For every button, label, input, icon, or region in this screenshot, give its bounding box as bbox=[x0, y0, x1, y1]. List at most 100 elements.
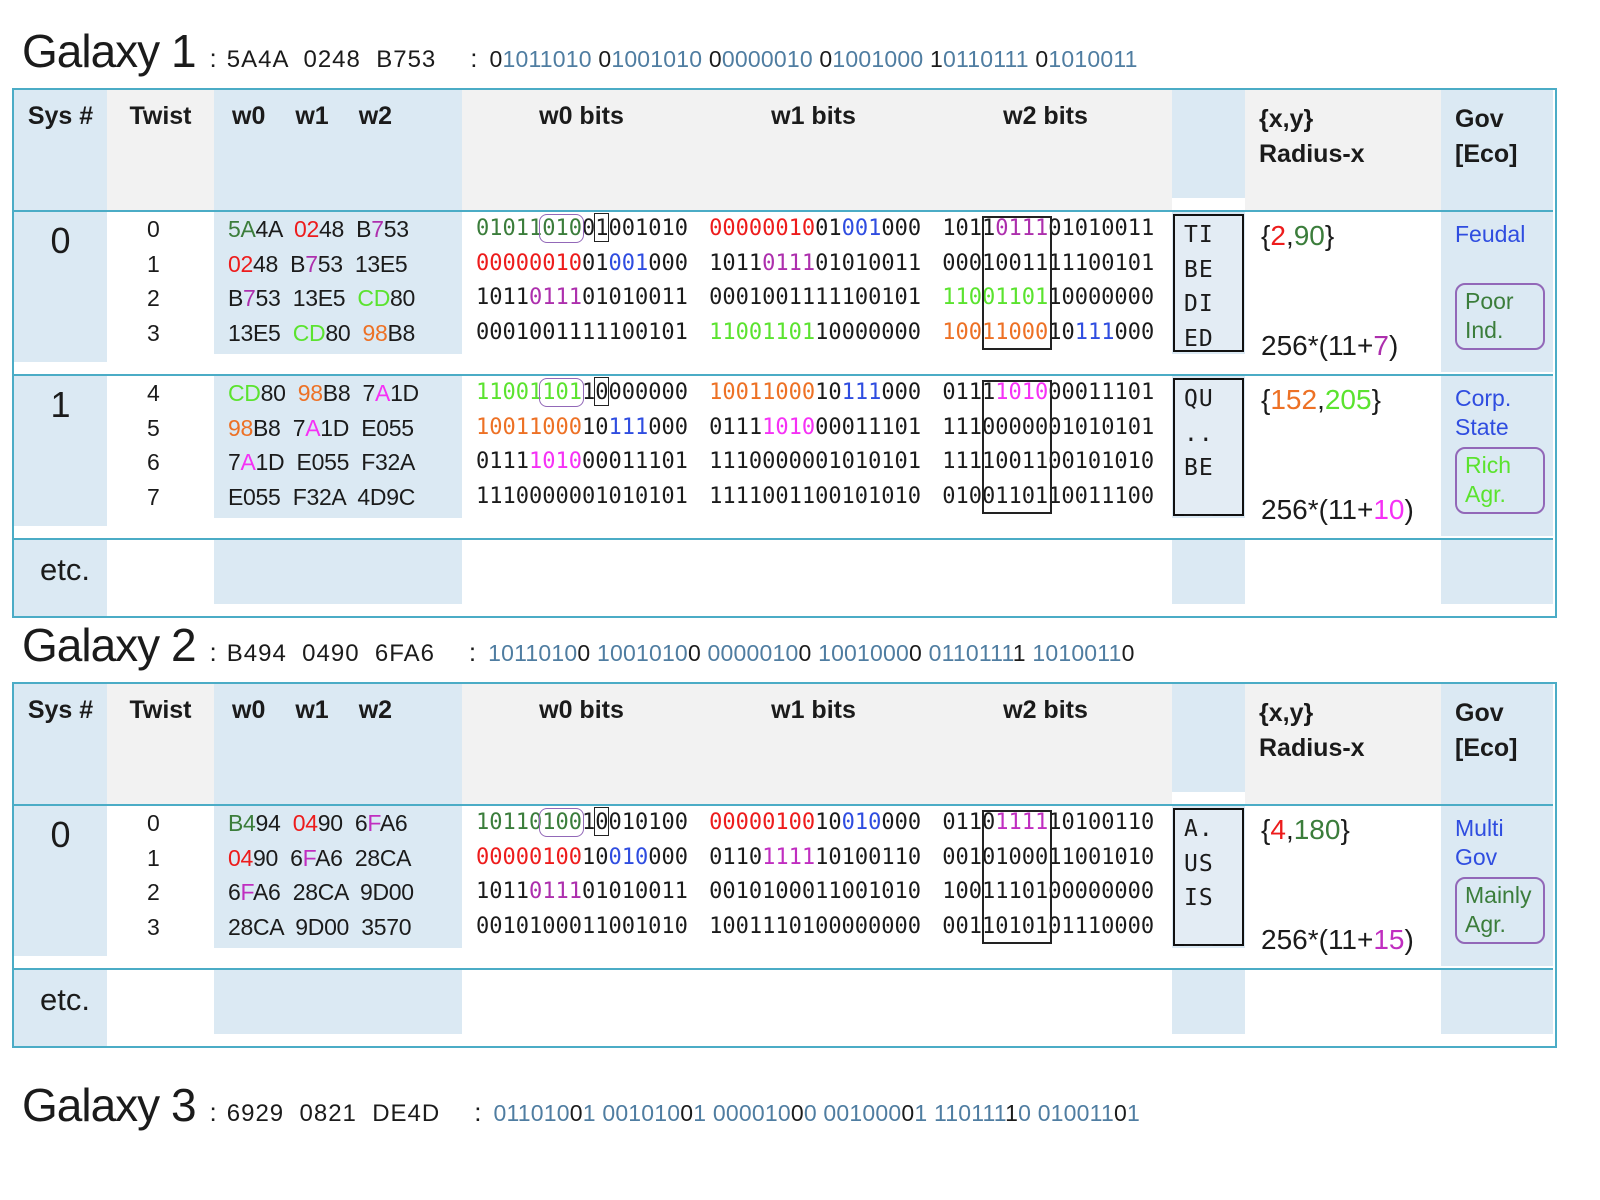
etc-cell bbox=[214, 968, 462, 1034]
colored-segment: 0 bbox=[569, 1100, 583, 1126]
bits-col-label: w0 bits bbox=[539, 696, 624, 724]
title-colon: : bbox=[474, 1097, 482, 1127]
hex-row: 6FA6 28CA 9D00 bbox=[228, 875, 462, 910]
seed-bits: 01101001 00101001 00001000 00100001 1101… bbox=[493, 1100, 1139, 1127]
w2-bits-group: 0011010101110000 bbox=[942, 914, 1154, 939]
colored-segment bbox=[344, 216, 356, 242]
seed-bits: 01011010 01001010 00000010 01001000 1011… bbox=[490, 46, 1138, 73]
etc-cell bbox=[1172, 538, 1245, 604]
colored-segment bbox=[345, 484, 357, 510]
word-col-label: w0 bbox=[232, 696, 266, 724]
colored-segment: 1010011 bbox=[1032, 640, 1122, 666]
title-colon: : bbox=[468, 637, 477, 667]
colored-segment: 90 bbox=[252, 844, 278, 871]
colored-segment: F32A bbox=[292, 483, 346, 510]
colored-segment: 5A bbox=[228, 216, 256, 242]
name-token: US bbox=[1184, 850, 1214, 877]
colored-segment: 0000010 bbox=[721, 46, 813, 72]
colored-segment: 15 bbox=[1373, 924, 1405, 955]
w1-bits-group: 0001001111100101 bbox=[709, 285, 921, 310]
word-col-label: w2 bbox=[358, 102, 393, 130]
colored-segment bbox=[1031, 1100, 1038, 1126]
w1-bits-group: 0010100011001010 bbox=[709, 879, 921, 904]
colored-segment: 000 bbox=[1114, 319, 1155, 345]
twist-number: 2 bbox=[147, 285, 160, 311]
bits-col-label: w2 bits bbox=[1003, 102, 1088, 130]
colored-segment: 00000010 bbox=[709, 216, 816, 241]
colored-segment: 3570 bbox=[361, 913, 412, 940]
colored-segment: 010011 bbox=[1037, 1100, 1114, 1126]
colored-segment: ) bbox=[1404, 924, 1414, 955]
name-token: BE bbox=[1184, 256, 1214, 283]
radius-formula: 256*(11+15) bbox=[1261, 924, 1441, 956]
colored-segment: 1010 bbox=[528, 449, 582, 474]
colored-segment bbox=[343, 810, 355, 836]
colored-segment: ) bbox=[1388, 330, 1399, 361]
colored-segment bbox=[923, 46, 930, 72]
colored-segment bbox=[706, 1100, 713, 1126]
colored-segment bbox=[590, 640, 597, 666]
colored-segment: 4A bbox=[255, 216, 283, 242]
w2-bits-group: 1011011101010011 bbox=[942, 216, 1154, 241]
colored-segment bbox=[281, 285, 293, 311]
col-header-sys: Sys # bbox=[14, 90, 107, 210]
colored-segment: CD bbox=[228, 380, 261, 406]
colored-segment: 10011000 bbox=[709, 380, 816, 405]
colored-segment: 1011 bbox=[709, 250, 763, 276]
colored-segment: A bbox=[240, 449, 256, 475]
colored-segment: 04 bbox=[228, 844, 253, 871]
twist-number: 2 bbox=[147, 879, 160, 905]
w2-bits-group: 1100110110000000 bbox=[942, 285, 1154, 310]
colored-segment: 0010100011001010 bbox=[476, 913, 688, 939]
colored-segment: 152 bbox=[1270, 384, 1318, 415]
w1-bits-group: 0111101000011101 bbox=[709, 415, 921, 440]
colored-segment: B bbox=[290, 250, 306, 277]
colored-segment: 0111 bbox=[995, 216, 1049, 241]
col-header-name bbox=[1172, 90, 1245, 198]
galaxy-title: Galaxy 1:5A4A 0248 B753:01011010 0100101… bbox=[22, 24, 1557, 78]
colored-segment: 010 bbox=[841, 810, 882, 835]
galaxy-section-2: Galaxy 2:B494 0490 6FA6:10110100 1001010… bbox=[12, 618, 1557, 1048]
colored-segment: B8 bbox=[322, 380, 351, 406]
colored-segment: 98 bbox=[228, 414, 253, 441]
colored-segment: 001 bbox=[608, 250, 649, 276]
twist-number: 6 bbox=[147, 449, 160, 475]
twist-number: 5 bbox=[147, 414, 160, 441]
colored-segment bbox=[278, 845, 290, 871]
colored-segment: B4 bbox=[228, 810, 256, 836]
colored-segment: A bbox=[305, 414, 321, 441]
colored-segment: 0110 bbox=[942, 810, 996, 835]
hex-row: 5A4A 0248 B753 bbox=[228, 212, 462, 247]
colored-segment: 0 bbox=[708, 46, 722, 72]
w0-bits-group: 0000001001001000 bbox=[476, 251, 688, 276]
colored-segment: 000 bbox=[881, 810, 922, 835]
gov-header-label: Gov bbox=[1455, 699, 1504, 727]
name-token-box: QU..BE__ bbox=[1173, 378, 1244, 516]
colored-segment: 10 bbox=[815, 810, 842, 835]
colored-segment: 0 bbox=[1035, 46, 1049, 72]
colored-segment: { bbox=[1261, 814, 1271, 845]
colored-segment: 10100110 bbox=[815, 844, 922, 870]
colored-segment: 53 bbox=[255, 285, 281, 311]
w1-bits-group: 1001110100000000 bbox=[709, 914, 921, 939]
etc-cell bbox=[462, 538, 1172, 604]
colored-segment: B8 bbox=[252, 414, 281, 441]
colored-segment: 1001000 bbox=[832, 46, 924, 72]
w1-bits-group: 1110000001010101 bbox=[709, 449, 921, 474]
hex-row: B753 13E5 CD80 bbox=[228, 281, 462, 316]
galaxy-title-text: Galaxy 3 bbox=[22, 1079, 197, 1131]
word-col-label: w1 bbox=[295, 696, 329, 724]
w0-bits-group: 0010100011001010 bbox=[476, 914, 688, 939]
colored-segment: 0111 bbox=[942, 380, 996, 405]
colored-segment: 0011010101110000 bbox=[942, 913, 1155, 939]
colored-segment: 4 bbox=[1270, 814, 1286, 845]
colored-segment: 9D00 bbox=[359, 879, 414, 905]
